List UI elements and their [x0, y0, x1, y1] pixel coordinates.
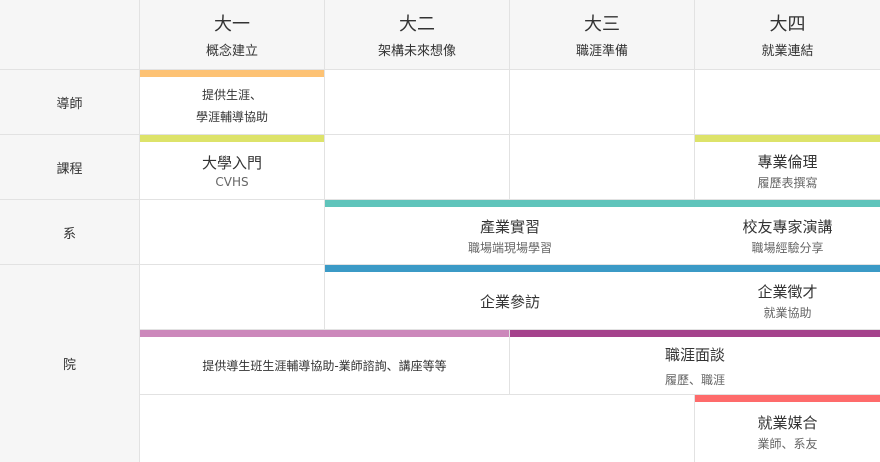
header-corner — [0, 0, 140, 70]
cell-title: 專業倫理 — [757, 152, 818, 171]
college-visit-cell: 企業參訪 — [325, 265, 695, 330]
header-year3: 大三職涯準備 — [510, 0, 695, 70]
year-label: 大一 — [214, 14, 250, 35]
course-year4-cell: 專業倫理履歷表撰寫 — [695, 135, 880, 200]
header-year4: 大四就業連結 — [695, 0, 880, 70]
orange-bar — [140, 70, 324, 77]
year-theme: 概念建立 — [205, 44, 258, 59]
year-theme: 職涯準備 — [575, 44, 628, 59]
mentor-year1-cell: 提供生涯、學涯輔導協助 — [140, 70, 325, 135]
blue-bar — [325, 265, 880, 272]
empty-cell — [325, 135, 510, 200]
year-theme: 架構未來想像 — [377, 44, 456, 59]
header-year1: 大一概念建立 — [140, 0, 325, 70]
cell-subtitle: CVHS — [215, 175, 249, 189]
cell-subtitle: 業師、系友 — [757, 437, 818, 451]
lime-bar — [695, 135, 880, 142]
teal-bar — [325, 200, 880, 207]
empty-cell — [140, 265, 325, 330]
dept-alumni-cell: 校友專家演講職場經驗分享 — [695, 200, 880, 265]
row-label-dept: 系 — [0, 200, 140, 265]
empty-cell — [510, 70, 695, 135]
college-matching-cell: 就業媒合業師、系友 — [695, 395, 880, 462]
year-label: 大四 — [769, 14, 806, 35]
row-label-mentor: 導師 — [0, 70, 140, 135]
course-year1-cell: 大學入門 CVHS — [140, 135, 325, 200]
row-label-course: 課程 — [0, 135, 140, 200]
cell-subtitle: 履歷表撰寫 — [757, 175, 818, 190]
year-label: 大三 — [584, 14, 620, 35]
cell-title: 校友專家演講 — [742, 218, 833, 236]
empty-cell — [510, 135, 695, 200]
empty-cell — [140, 200, 325, 265]
row-label-college: 院 — [0, 265, 140, 462]
cell-subtitle: 履歷、職涯 — [664, 372, 725, 387]
cell-title: 企業參訪 — [479, 292, 540, 311]
cell-title: 就業媒合 — [757, 414, 818, 432]
college-guidance-cell: 提供導生班生涯輔導協助-業師諮詢、講座等等 — [140, 330, 510, 395]
cell-title: 職涯面談 — [664, 345, 725, 364]
lime-bar — [140, 135, 324, 142]
header-year2: 大二架構未來想像 — [325, 0, 510, 70]
empty-cell — [140, 395, 695, 462]
empty-cell — [325, 70, 510, 135]
cell-subtitle: 職場端現場學習 — [467, 241, 552, 255]
empty-cell — [695, 70, 880, 135]
cell-subtitle: 就業協助 — [763, 306, 812, 320]
cell-title: 企業徵才 — [757, 283, 818, 301]
red-bar — [695, 395, 880, 402]
college-interview-cell: 職涯面談履歷、職涯 — [510, 330, 880, 395]
cell-title: 產業實習 — [479, 218, 540, 236]
year-theme: 就業連結 — [761, 44, 814, 59]
year-label: 大二 — [399, 14, 435, 35]
purple-bar — [510, 330, 880, 337]
college-recruit-cell: 企業徵才就業協助 — [695, 265, 880, 330]
cell-title: 大學入門 — [201, 154, 262, 172]
cell-subtitle: 職場經驗分享 — [751, 241, 824, 255]
college-span-cell — [325, 265, 880, 330]
cell-text: 提供生涯、 — [201, 87, 262, 102]
cell-text: 學涯輔導協助 — [195, 109, 268, 124]
dept-internship-cell: 產業實習職場端現場學習 — [325, 200, 695, 265]
pink-bar — [140, 330, 509, 337]
dept-span-cell — [325, 200, 880, 265]
cell-title: 提供導生班生涯輔導協助-業師諮詢、講座等等 — [202, 358, 447, 373]
